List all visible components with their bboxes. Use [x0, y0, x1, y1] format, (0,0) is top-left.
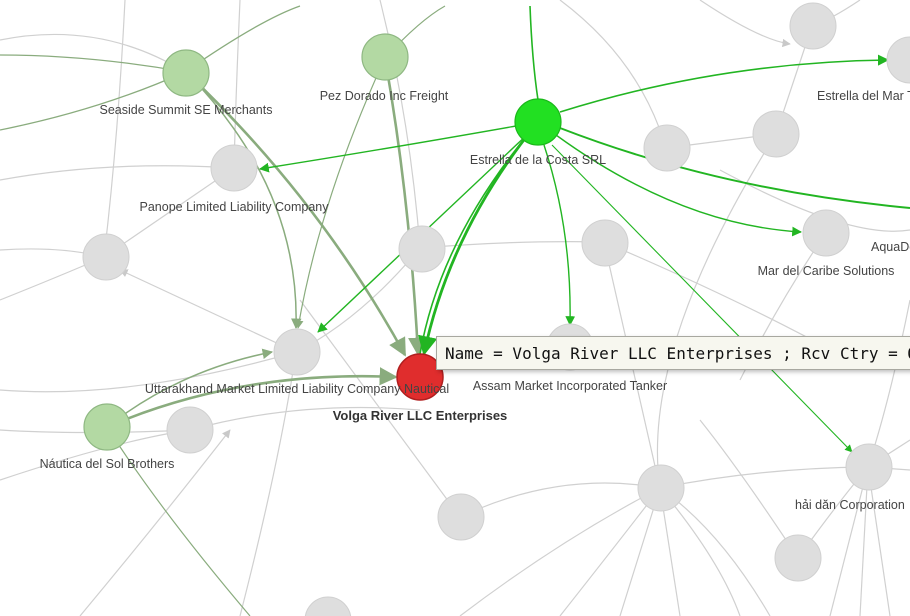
node-inactive[interactable]: [304, 596, 352, 616]
label-mar-caribe: Mar del Caribe Solutions: [758, 264, 895, 278]
edge-inactive: [829, 466, 869, 616]
node-hub[interactable]: [514, 98, 562, 146]
edge-inactive: [0, 350, 297, 393]
label-selected: Volga River LLC Enterprises: [333, 408, 508, 423]
node-seaside[interactable]: [162, 49, 210, 97]
highlighted-nodes: [83, 33, 562, 451]
edge-inactive: [379, 0, 421, 249]
edge-hub-to-volga-2: [419, 131, 531, 355]
node-nautica-sol[interactable]: [83, 403, 131, 451]
edge-inactive: [699, 419, 799, 559]
node-selected[interactable]: [396, 353, 444, 401]
edge-pez-to-volga: [383, 57, 427, 356]
edge-nautica-to-volga: [106, 367, 398, 429]
node-inactive[interactable]: [774, 534, 822, 582]
edge-inactive: [233, 0, 241, 169]
node-pez[interactable]: [361, 33, 409, 81]
edge-seaside-offscreen-left: [0, 54, 186, 73]
label-estrella-mar: Estrella del Mar T: [817, 89, 910, 103]
node-tooltip: Name = Volga River LLC Enterprises ; Rcv…: [436, 336, 910, 370]
node-inactive[interactable]: [82, 233, 130, 281]
label-assam: Assam Market Incorporated Tanker: [473, 379, 667, 393]
node-estrella-mar[interactable]: [886, 36, 910, 84]
edge-inactive: [659, 462, 869, 489]
edge-inactive: [119, 269, 297, 353]
node-panope[interactable]: [210, 144, 258, 192]
edge-inactive: [559, 487, 661, 616]
edge-inactive: [654, 133, 777, 489]
node-inactive[interactable]: [581, 219, 629, 267]
edge-inactive: [459, 487, 661, 616]
edge-inactive: [103, 167, 235, 258]
node-hai-dan[interactable]: [845, 443, 893, 491]
edge-inactive: [0, 33, 186, 73]
edge-hub-to-hai-dan: [551, 144, 853, 453]
node-labels: Seaside Summit SE Merchants Pez Dorado I…: [40, 89, 910, 512]
edge-inactive: [103, 0, 126, 258]
label-hai-dan: hải dăn Corporation: [795, 498, 905, 512]
label-seaside: Seaside Summit SE Merchants: [100, 103, 273, 117]
edge-inactive: [859, 466, 869, 616]
label-nautica-sol: Náutica del Sol Brothers: [40, 457, 175, 471]
edge-inactive: [459, 482, 661, 518]
edge-inactive: [419, 241, 605, 249]
edge-hub-to-estrella-mar: [559, 54, 890, 113]
edge-nautica-offscreen: [106, 426, 251, 616]
edge-inactive: [189, 406, 421, 431]
node-inactive[interactable]: [752, 110, 800, 158]
edge-hub-to-offscreen-right: [559, 127, 910, 209]
edge-seaside-to-volga: [189, 75, 407, 357]
label-hub: Estrella de la Costa SRL: [470, 153, 606, 167]
edge-hub-to-assam: [543, 144, 576, 326]
node-inactive[interactable]: [789, 2, 837, 50]
label-uttarakhand: Uttarakhand Market Limited Liability Com…: [145, 382, 449, 396]
edge-hub-to-panope: [259, 125, 517, 173]
label-panope: Panope Limited Liability Company: [140, 200, 330, 214]
edge-inactive: [699, 0, 791, 48]
node-uttarakhand[interactable]: [273, 328, 321, 376]
edge-inactive: [0, 165, 235, 181]
tooltip-text: Name = Volga River LLC Enterprises ; Rcv…: [445, 344, 910, 363]
edge-seaside-to-uttarakhand: [189, 75, 302, 330]
node-inactive[interactable]: [437, 493, 485, 541]
label-aquad: AquaDe: [871, 240, 910, 254]
node-inactive[interactable]: [637, 464, 685, 512]
edge-inactive: [79, 429, 231, 616]
edge-pez-to-uttarakhand: [295, 57, 386, 329]
edge-hub-to-mar-caribe: [555, 134, 802, 237]
label-pez: Pez Dorado Inc Freight: [320, 89, 449, 103]
edge-seaside-offscreen-left2: [0, 71, 186, 131]
edge-inactive: [867, 466, 891, 616]
node-mar-caribe[interactable]: [802, 209, 850, 257]
neighbor-edges: [0, 5, 446, 616]
edge-hub-from-top: [529, 5, 539, 101]
edge-inactive: [299, 299, 461, 518]
node-inactive[interactable]: [398, 225, 446, 273]
edge-inactive: [559, 0, 667, 149]
edge-inactive: [866, 299, 910, 468]
inactive-nodes: [82, 2, 910, 616]
node-inactive[interactable]: [643, 124, 691, 172]
edge-inactive: [295, 247, 421, 353]
node-inactive[interactable]: [166, 406, 214, 454]
